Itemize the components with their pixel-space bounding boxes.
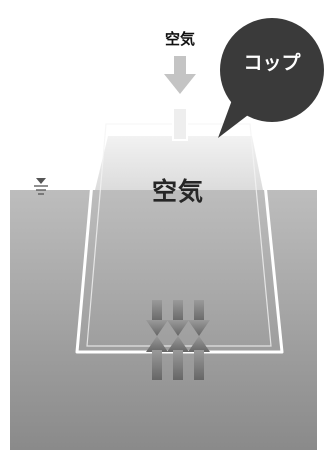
pressure-arrow-up-1: [146, 336, 168, 380]
air-in-cup: [95, 136, 263, 190]
pressure-arrow-down-2: [167, 300, 189, 336]
cup-callout-label: コップ: [243, 52, 301, 74]
cup-glass: [75, 113, 284, 354]
down-arrow-icon: [164, 56, 196, 94]
pressure-arrow-down-1: [146, 300, 168, 336]
water-level-icon: [34, 178, 48, 195]
cup-tube: [172, 107, 188, 141]
air-label-top: 空気: [164, 30, 195, 48]
opposing-pressure-arrows-icon: [146, 300, 210, 380]
air-label-inside: 空気: [151, 177, 204, 206]
pressure-arrow-up-2: [167, 336, 189, 380]
cup-callout-bubble: [218, 18, 324, 138]
pressure-arrow-down-3: [188, 300, 210, 336]
pressure-arrow-up-3: [188, 336, 210, 380]
cup-inner-wall: [86, 123, 272, 347]
